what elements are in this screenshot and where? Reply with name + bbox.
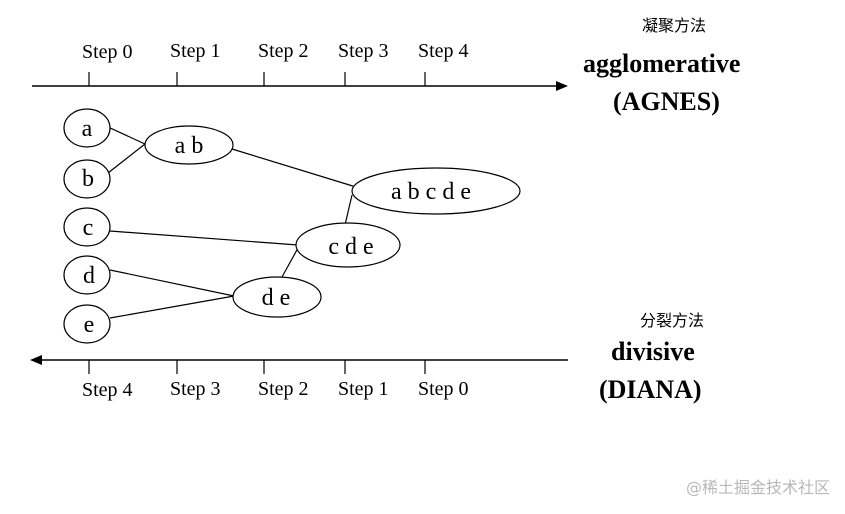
divisive-cn-label: 分裂方法 (640, 311, 704, 330)
node-b-label: b (82, 166, 94, 192)
node-a: a (63, 108, 111, 148)
divisive-abbr: (DIANA) (599, 375, 702, 404)
node-c: c (63, 207, 111, 247)
node-e: e (63, 304, 111, 344)
bottom-step-label: Step 4 (82, 379, 133, 401)
node-d-label: d (83, 263, 95, 289)
node-e-label: e (84, 312, 95, 338)
top-step-label: Step 3 (338, 40, 389, 62)
node-cde: c d e (295, 222, 401, 268)
edge-a-ab (107, 126, 146, 145)
agglomerative-abbr: (AGNES) (613, 87, 720, 116)
bottom-step-label: Step 2 (258, 378, 309, 400)
edge-e-de (109, 295, 235, 319)
node-de-label: d e (262, 285, 291, 311)
agglomerative-cn-label: 凝聚方法 (642, 16, 706, 35)
node-cde-label: c d e (328, 234, 373, 260)
edge-b-ab (107, 143, 146, 174)
edge-de-cde (281, 247, 299, 278)
divisive-title: divisive (611, 337, 695, 366)
node-de: d e (232, 276, 322, 318)
divisive-arrowhead-icon (30, 355, 42, 365)
agglomerative-title: agglomerative (583, 49, 740, 78)
edge-cde-abcde (344, 194, 353, 226)
node-abcde: a b c d e (351, 167, 521, 215)
agglomerative-arrowhead-icon (556, 81, 568, 91)
node-ab: a b (144, 125, 234, 165)
node-abcde-label: a b c d e (391, 179, 471, 205)
node-a-label: a (82, 116, 93, 142)
divisive-axis: Step 4 Step 3 Step 2 Step 1 Step 0 (30, 355, 568, 401)
edge-ab-abcde (231, 148, 357, 188)
agglomerative-axis: Step 0 Step 1 Step 2 Step 3 Step 4 (32, 40, 568, 91)
top-step-label: Step 2 (258, 40, 309, 62)
dendrogram-edges (107, 126, 357, 319)
node-ab-label: a b (175, 133, 204, 159)
bottom-step-label: Step 0 (418, 378, 469, 400)
node-b: b (63, 159, 111, 199)
top-step-label: Step 4 (418, 40, 469, 62)
top-step-label: Step 1 (170, 40, 221, 62)
top-step-label: Step 0 (82, 41, 133, 63)
edge-c-cde (109, 230, 299, 246)
watermark: @稀土掘金技术社区 (686, 478, 830, 497)
bottom-step-label: Step 3 (170, 378, 221, 400)
edge-d-de (109, 269, 235, 297)
node-d: d (63, 255, 111, 295)
node-c-label: c (83, 215, 94, 241)
bottom-step-label: Step 1 (338, 378, 389, 400)
